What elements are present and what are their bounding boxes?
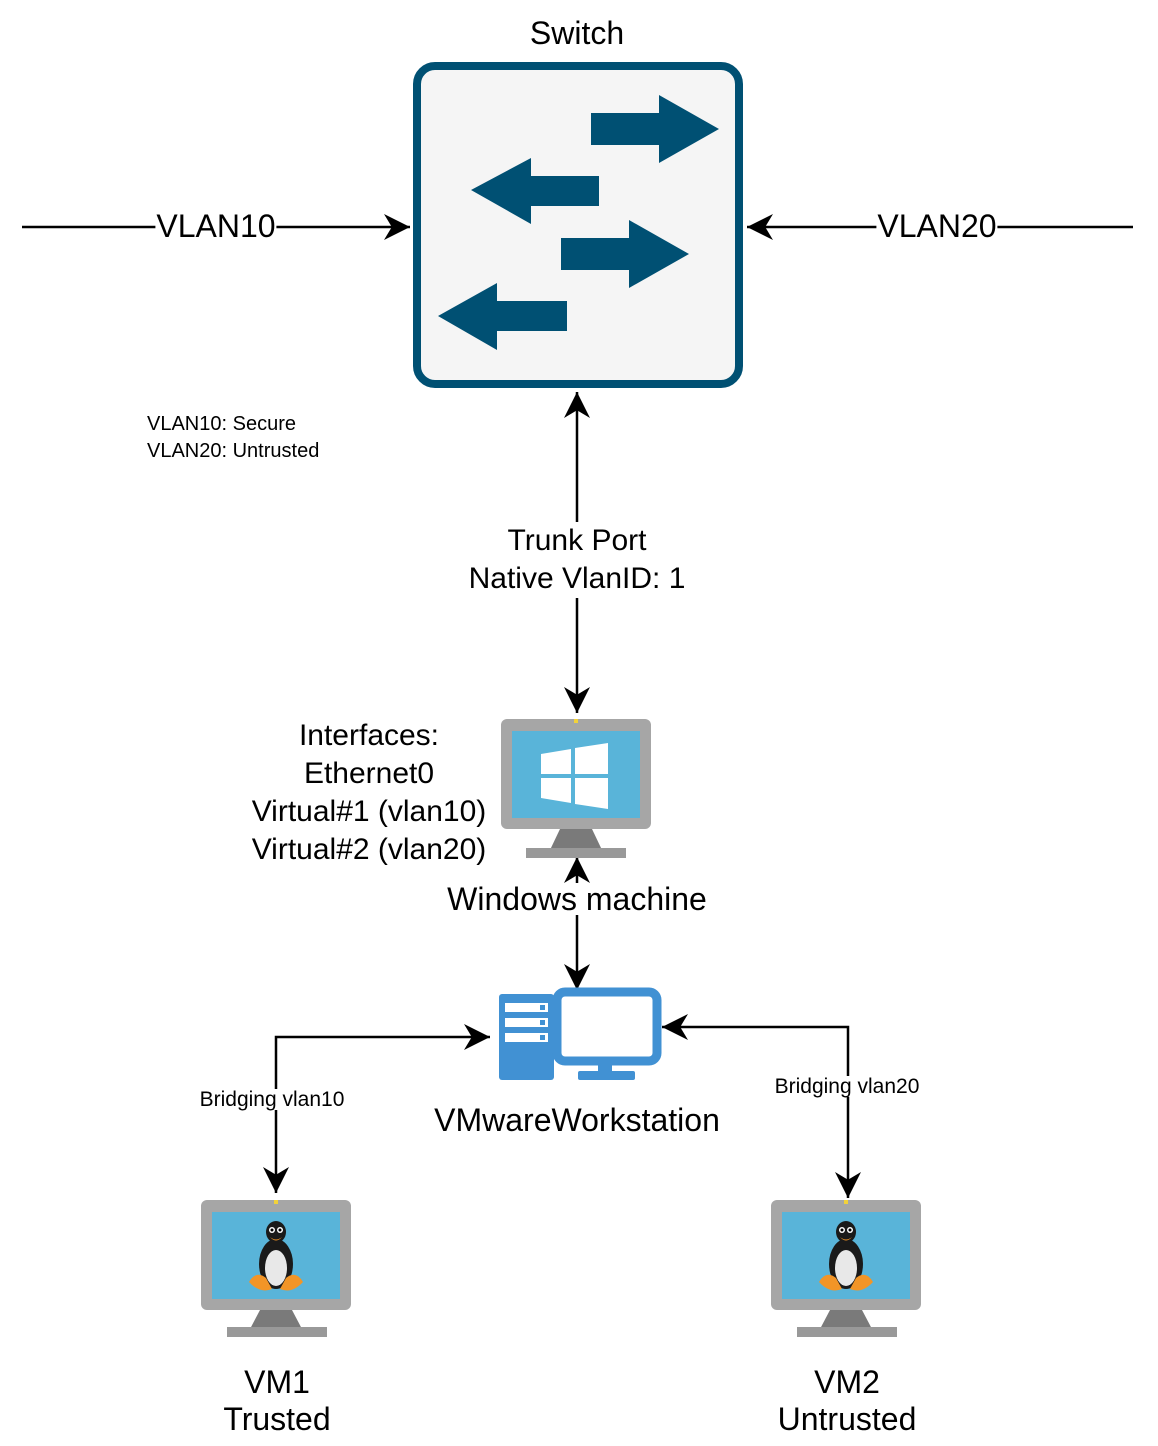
interfaces-heading: Interfaces: <box>298 719 440 752</box>
vlan20-label: VLAN20 <box>876 208 998 244</box>
bridge-vlan10-link <box>263 1024 490 1193</box>
bridge-vlan20-label: Bridging vlan20 <box>773 1075 921 1098</box>
vm1-status: Trusted <box>223 1401 331 1437</box>
windows-monitor-icon <box>501 719 651 858</box>
bridge-vlan10-label: Bridging vlan10 <box>198 1088 346 1111</box>
bridge-vlan20-link <box>662 1014 861 1198</box>
vlan-legend: VLAN10: Secure VLAN20: Untrusted <box>147 414 319 461</box>
windows-machine-label: Windows machine <box>446 881 708 917</box>
vm2-name: VM2 <box>814 1364 880 1400</box>
switch-icon <box>413 62 743 388</box>
vm2-label: VM2 Untrusted <box>778 1364 917 1438</box>
linux-monitor-icon <box>201 1200 351 1337</box>
legend-line-2: VLAN20: Untrusted <box>147 440 320 462</box>
vmware-workstation-icon <box>499 987 662 1080</box>
trunk-line-1: Trunk Port <box>507 524 647 557</box>
interface-item: Ethernet0 <box>303 757 435 790</box>
switch-title: Switch <box>529 15 625 51</box>
legend-line-1: VLAN10: Secure <box>147 413 296 435</box>
trunk-port-label: Trunk Port Native VlanID: 1 <box>467 522 687 598</box>
vmware-workstation-label: VMwareWorkstation <box>434 1102 720 1138</box>
windows-interfaces-list: Interfaces: Ethernet0 Virtual#1 (vlan10)… <box>252 717 487 869</box>
vm2-status: Untrusted <box>777 1401 917 1437</box>
vm1-label: VM1 Trusted <box>223 1364 330 1438</box>
trunk-line-2: Native VlanID: 1 <box>468 562 686 595</box>
linux-monitor-icon <box>771 1200 921 1337</box>
interface-item: Virtual#1 (vlan10) <box>251 795 487 828</box>
interface-item: Virtual#2 (vlan20) <box>251 833 487 866</box>
vlan10-label: VLAN10 <box>155 208 277 244</box>
vm1-name: VM1 <box>244 1364 310 1400</box>
